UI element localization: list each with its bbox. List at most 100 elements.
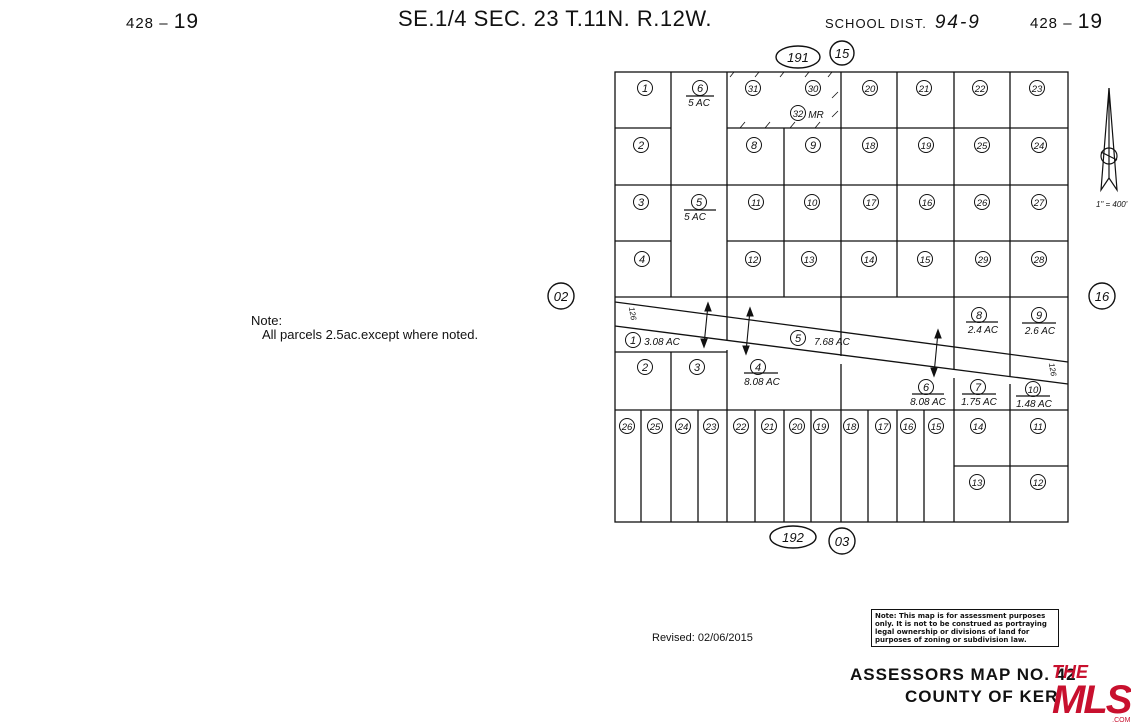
top-parcel-22-circle xyxy=(972,80,988,96)
bottom-parcel-23-circle xyxy=(703,418,719,434)
ref-map-right-label: 16 xyxy=(1095,289,1110,304)
mid-acreage-10: 1.48 AC xyxy=(1016,399,1053,410)
assessor-line-1: ASSESSORS MAP NO. 42 xyxy=(850,665,1077,684)
parcel-note-heading: Note: xyxy=(251,313,283,328)
mid-parcel-2: 2 xyxy=(641,362,648,374)
mid-parcel-5-circle xyxy=(790,330,806,346)
top-parcel-5: 5 xyxy=(696,197,703,209)
parcel-note: Note: All parcels 2.5ac.except where not… xyxy=(251,314,478,342)
top-parcel-13: 13 xyxy=(804,255,815,266)
mid-acreage-9: 2.6 AC xyxy=(1024,326,1056,337)
mid-parcel-8: 8 xyxy=(976,310,983,322)
disclaimer-box: Note: This map is for assessment purpose… xyxy=(871,609,1059,647)
top-parcel-28: 28 xyxy=(1033,255,1045,266)
bottom-parcel-11-circle xyxy=(1030,418,1046,434)
top-parcel-13-circle xyxy=(801,251,817,267)
top-acreage-5: 5 AC xyxy=(684,212,707,223)
top-parcel-24: 24 xyxy=(1033,141,1045,152)
top-parcel-17-circle xyxy=(863,194,879,210)
top-parcel-16-circle xyxy=(919,194,935,210)
bottom-parcel-19: 19 xyxy=(816,422,827,433)
header-left-page: 19 xyxy=(173,10,200,33)
top-parcel-22: 22 xyxy=(974,84,986,95)
mid-acreage-7: 1.75 AC xyxy=(961,397,998,408)
top-parcel-15-circle xyxy=(917,251,933,267)
bottom-parcel-13-circle xyxy=(969,474,985,490)
top-parcel-6-circle xyxy=(692,80,708,96)
top-parcel-14: 14 xyxy=(864,255,875,266)
mid-parcel-2-circle xyxy=(637,359,653,375)
assessor-title: ASSESSORS MAP NO. 42 COUNTY OF KER xyxy=(850,664,1077,708)
bottom-parcel-14-circle xyxy=(970,418,986,434)
bottom-parcel-24-circle xyxy=(675,418,691,434)
top-parcel-18: 18 xyxy=(865,141,876,152)
top-parcel-24-circle xyxy=(1031,137,1047,153)
logo-the: THE xyxy=(1052,662,1088,682)
header-right-code: 428 xyxy=(1030,15,1059,32)
top-parcel-16: 16 xyxy=(922,198,933,209)
parcel-note-text: All parcels 2.5ac.except where noted. xyxy=(262,327,479,342)
top-parcel-25-circle xyxy=(974,137,990,153)
top-parcel-6: 6 xyxy=(697,83,704,95)
bottom-parcel-19-circle xyxy=(813,418,829,434)
mid-parcel-1: 1 xyxy=(630,335,636,347)
top-parcel-10-circle xyxy=(804,194,820,210)
bottom-parcel-12: 12 xyxy=(1033,478,1044,489)
mid-parcel-7-circle xyxy=(970,379,986,395)
bottom-parcel-13: 13 xyxy=(972,478,983,489)
top-parcel-3: 3 xyxy=(638,197,645,209)
top-parcel-9-circle xyxy=(805,137,821,153)
bottom-parcel-25: 25 xyxy=(649,422,661,433)
mid-parcel-7: 7 xyxy=(975,382,982,394)
top-parcel-31-circle xyxy=(745,80,761,96)
logo-mls: MLS xyxy=(1052,678,1131,722)
bottom-parcel-25-circle xyxy=(647,418,663,434)
ref-book-top xyxy=(775,45,821,69)
header-map-number-left: 428 – 19 xyxy=(126,10,200,33)
top-parcel-18-circle xyxy=(862,137,878,153)
school-district-number: 94-9 xyxy=(934,12,981,33)
top-parcel-19: 19 xyxy=(921,141,932,152)
top-parcel-12: 12 xyxy=(748,255,759,266)
page-title: SE.1/4 SEC. 23 T.11N. R.12W. xyxy=(398,6,712,31)
top-parcel-27: 27 xyxy=(1033,198,1045,209)
top-parcel-8-circle xyxy=(746,137,762,153)
top-parcel-20-circle xyxy=(862,80,878,96)
top-parcel-32: 32 xyxy=(793,109,804,120)
top-parcel-1: 1 xyxy=(642,83,648,95)
road-number-left: 126 xyxy=(627,306,638,321)
mid-parcel-1-circle xyxy=(625,332,641,348)
mid-acreage-1: 3.08 AC xyxy=(644,337,681,348)
top-parcel-2-circle xyxy=(633,137,649,153)
top-parcel-23-circle xyxy=(1029,80,1045,96)
bottom-parcel-17: 17 xyxy=(878,422,889,433)
top-parcel-21: 21 xyxy=(918,84,930,95)
mid-parcel-3: 3 xyxy=(694,362,701,374)
mid-parcel-6: 6 xyxy=(923,382,930,394)
bottom-parcel-16: 16 xyxy=(903,422,914,433)
top-parcel-9: 9 xyxy=(810,140,816,152)
top-parcel-20: 20 xyxy=(864,84,876,95)
top-parcel-21-circle xyxy=(916,80,932,96)
scale-label: 1" = 400' xyxy=(1096,200,1128,209)
top-parcel-26: 26 xyxy=(976,198,988,209)
bottom-parcel-15: 15 xyxy=(931,422,942,433)
header-right-page: 19 xyxy=(1077,10,1104,33)
mid-acreage-6: 8.08 AC xyxy=(910,397,947,408)
bottom-parcel-15-circle xyxy=(928,418,944,434)
bottom-parcel-20-circle xyxy=(789,418,805,434)
assessor-line-2: COUNTY OF KER xyxy=(905,687,1059,706)
mid-parcel-10: 10 xyxy=(1028,385,1039,396)
top-parcel-31: 31 xyxy=(748,84,759,95)
top-parcel-25: 25 xyxy=(976,141,988,152)
bottom-parcel-20: 20 xyxy=(791,422,803,433)
top-parcel-14-circle xyxy=(861,251,877,267)
revised-date: Revised: 02/06/2015 xyxy=(652,632,753,644)
top-parcel-27-circle xyxy=(1031,194,1047,210)
header-map-number-right: 428 – 19 xyxy=(1030,10,1104,33)
ref-map-top-label: 15 xyxy=(835,46,850,61)
bottom-parcel-16-circle xyxy=(900,418,916,434)
north-arrow-icon xyxy=(1100,87,1118,193)
top-parcel-19-circle xyxy=(918,137,934,153)
